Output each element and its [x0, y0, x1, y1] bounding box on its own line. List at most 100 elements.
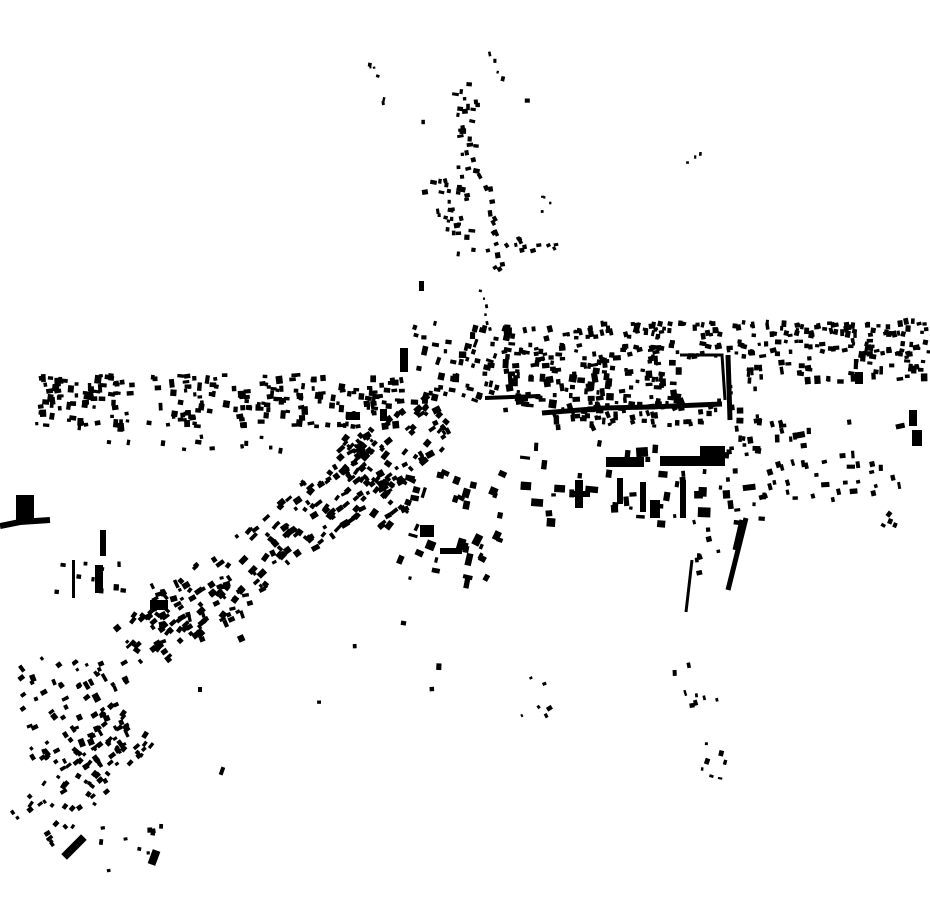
building [149, 617, 158, 626]
building [284, 559, 291, 566]
building [153, 639, 162, 648]
building [394, 398, 401, 402]
building [499, 261, 506, 267]
building [256, 401, 261, 407]
building [692, 324, 697, 331]
building [623, 496, 630, 507]
building [316, 480, 326, 489]
building [753, 386, 757, 392]
building [125, 641, 134, 650]
building [164, 654, 173, 664]
building [187, 630, 194, 637]
building [577, 472, 583, 479]
building [579, 416, 586, 422]
building [434, 557, 439, 563]
building [529, 247, 537, 254]
building [185, 623, 194, 631]
building [159, 823, 164, 829]
building [338, 404, 345, 413]
building [168, 378, 175, 388]
building [400, 348, 408, 372]
building [328, 402, 336, 409]
building [513, 374, 520, 379]
building [350, 423, 356, 430]
building [200, 610, 206, 618]
building [159, 588, 166, 594]
building [87, 678, 95, 687]
building [596, 389, 600, 395]
building [352, 476, 363, 485]
building [94, 725, 102, 732]
building [516, 236, 523, 242]
building [222, 580, 231, 589]
building [885, 510, 893, 518]
building [618, 388, 626, 394]
building [77, 737, 86, 748]
building [870, 490, 877, 497]
building [606, 392, 614, 401]
building [464, 342, 473, 350]
building [866, 321, 871, 328]
building [100, 672, 108, 683]
building [470, 156, 477, 163]
building [546, 517, 556, 527]
building [83, 422, 89, 427]
building [66, 418, 72, 423]
building [891, 330, 898, 338]
building [181, 620, 190, 629]
building [117, 561, 121, 568]
building [431, 342, 440, 348]
building [70, 823, 76, 830]
building [325, 422, 331, 428]
building [276, 545, 284, 552]
building [74, 393, 79, 398]
building [321, 505, 331, 515]
building [446, 219, 451, 223]
building [658, 382, 665, 389]
building [225, 574, 233, 582]
building [198, 636, 206, 643]
building [572, 396, 581, 402]
building [140, 746, 147, 753]
building [716, 549, 721, 554]
building [43, 829, 52, 837]
building [162, 593, 169, 601]
building [456, 494, 466, 502]
building [599, 329, 605, 337]
building [561, 407, 565, 412]
building [104, 739, 112, 747]
building [64, 762, 72, 769]
building [212, 599, 221, 607]
building [236, 413, 244, 420]
building [912, 430, 922, 446]
building [120, 659, 129, 667]
building [546, 324, 554, 333]
building [609, 417, 616, 425]
building [258, 586, 267, 594]
building [38, 410, 42, 415]
building [97, 729, 104, 737]
building [591, 351, 597, 357]
building [81, 400, 89, 409]
building [342, 439, 349, 447]
building [828, 327, 834, 335]
building [263, 412, 270, 419]
building [741, 436, 746, 442]
building [466, 103, 470, 111]
building [850, 337, 855, 343]
building [74, 382, 79, 386]
building [339, 518, 351, 529]
building [832, 345, 840, 351]
building [798, 339, 804, 344]
building [533, 346, 539, 351]
building [455, 190, 461, 195]
building [26, 723, 33, 729]
building [412, 453, 419, 460]
building [29, 679, 35, 686]
building [98, 566, 105, 572]
building [458, 215, 464, 222]
building [39, 656, 45, 661]
building [662, 326, 667, 331]
building [655, 398, 661, 403]
building [491, 530, 502, 542]
